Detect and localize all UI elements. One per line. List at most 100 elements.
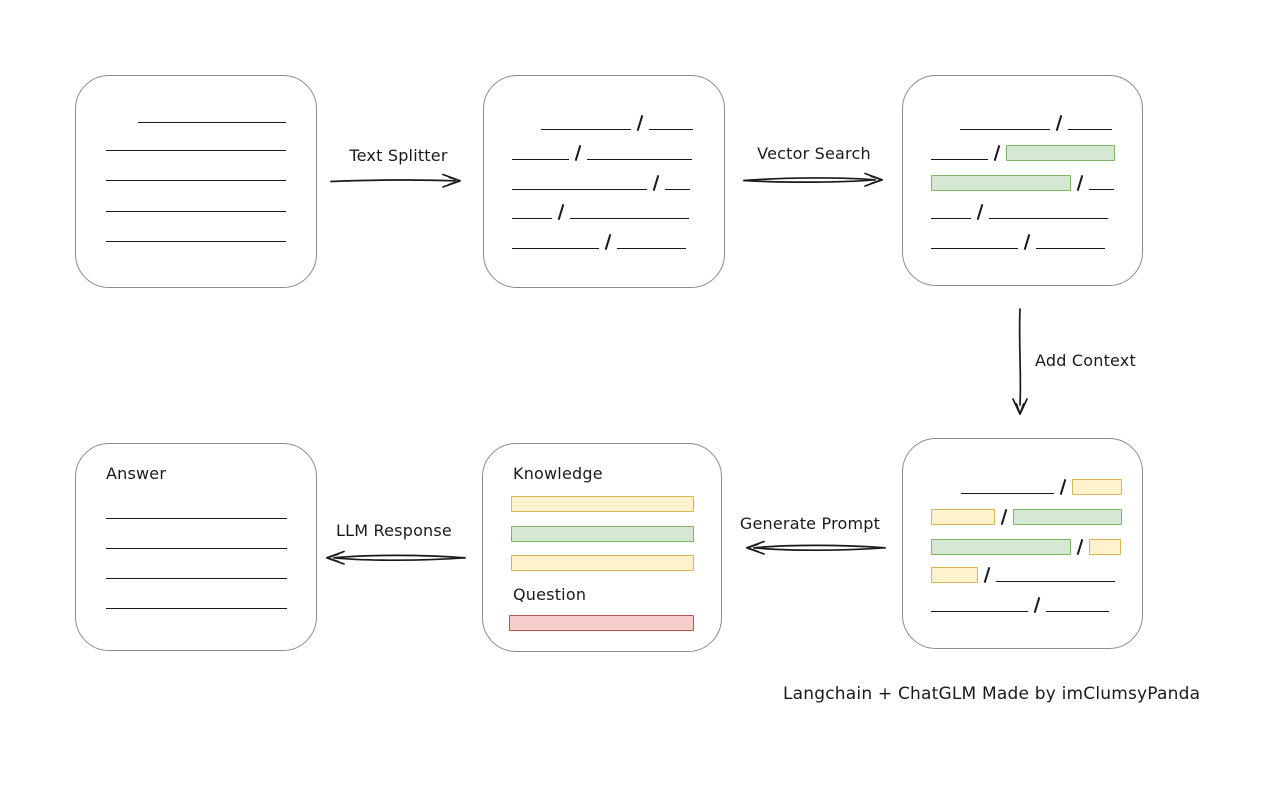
text-line xyxy=(989,218,1108,219)
context-chunks-row xyxy=(931,563,1115,583)
context-chunks-box xyxy=(902,438,1143,649)
text-line xyxy=(512,159,569,160)
generate-prompt-arrow-icon xyxy=(746,540,886,555)
prompt-row xyxy=(511,492,694,512)
text-line xyxy=(106,608,287,609)
slash-separator xyxy=(1076,175,1084,191)
prompt-heading: Knowledge xyxy=(513,464,603,483)
yellow-chunk-chip xyxy=(511,555,694,571)
green-chunk-chip xyxy=(1006,145,1115,161)
prompt-row: Question xyxy=(513,585,586,605)
source-document-box xyxy=(75,75,317,288)
green-chunk-chip xyxy=(931,539,1071,555)
prompt-row xyxy=(509,611,694,631)
vector-matched-chunks-row xyxy=(931,230,1105,250)
text-line xyxy=(931,611,1028,612)
source-document-row xyxy=(106,162,286,182)
context-chunks-row xyxy=(931,593,1109,613)
slash-separator xyxy=(993,145,1001,161)
split-chunks-row xyxy=(512,141,692,161)
add-context-label: Add Context xyxy=(1035,351,1136,370)
text-line xyxy=(996,581,1115,582)
generate-prompt-label: Generate Prompt xyxy=(739,514,881,533)
answer-box: Answer xyxy=(75,443,317,651)
text-line xyxy=(1089,189,1114,190)
vector-search-label: Vector Search xyxy=(757,144,871,163)
text-line xyxy=(1036,248,1105,249)
context-chunks-row xyxy=(961,475,1122,495)
source-document-row xyxy=(106,193,286,213)
text-line xyxy=(931,248,1018,249)
answer-heading: Answer xyxy=(106,464,167,483)
split-chunks-row xyxy=(512,230,686,250)
split-chunks-row xyxy=(512,171,690,191)
slash-separator xyxy=(1023,234,1031,250)
text-line xyxy=(570,218,689,219)
text-splitter-arrow-icon xyxy=(330,173,461,188)
text-line xyxy=(138,122,286,123)
text-line xyxy=(512,218,552,219)
vector-matched-chunks-row xyxy=(931,171,1114,191)
text-line xyxy=(106,578,287,579)
vector-matched-chunks-row xyxy=(931,200,1108,220)
slash-separator xyxy=(1076,539,1084,555)
split-chunks-row xyxy=(512,200,689,220)
text-line xyxy=(106,180,286,181)
vector-matched-chunks-row xyxy=(960,111,1112,131)
answer-row: Answer xyxy=(106,464,166,484)
answer-row xyxy=(106,560,287,580)
answer-row xyxy=(106,500,287,520)
prompt-row xyxy=(511,522,694,542)
slash-separator xyxy=(1055,115,1063,131)
text-line xyxy=(106,518,287,519)
slash-separator xyxy=(557,204,565,220)
context-chunks-row xyxy=(931,535,1121,555)
source-document-row xyxy=(138,104,286,124)
yellow-chunk-chip xyxy=(511,496,694,512)
text-line xyxy=(541,129,631,130)
slash-separator xyxy=(604,234,612,250)
vector-matched-chunks-box xyxy=(902,75,1143,286)
split-chunks-box xyxy=(483,75,725,288)
text-line xyxy=(1068,129,1112,130)
slash-separator xyxy=(652,175,660,191)
prompt-row xyxy=(511,551,694,571)
add-context-arrow-icon xyxy=(1012,308,1028,415)
llm-response-arrow-icon xyxy=(326,550,466,565)
text-splitter-label: Text Splitter xyxy=(349,146,448,165)
text-line xyxy=(1046,611,1109,612)
yellow-chunk-chip xyxy=(1072,479,1122,495)
slash-separator xyxy=(983,567,991,583)
slash-separator xyxy=(976,204,984,220)
yellow-chunk-chip xyxy=(931,509,995,525)
text-line xyxy=(931,159,988,160)
llm-response-label: LLM Response xyxy=(336,521,452,540)
text-line xyxy=(617,248,686,249)
vector-search-arrow-icon xyxy=(743,172,883,187)
vector-matched-chunks-row xyxy=(931,141,1115,161)
text-line xyxy=(106,211,286,212)
credit-caption: Langchain + ChatGLM Made by imClumsyPand… xyxy=(783,684,1201,704)
text-line xyxy=(106,548,287,549)
text-line xyxy=(960,129,1050,130)
text-line xyxy=(961,493,1054,494)
context-chunks-row xyxy=(931,505,1122,525)
yellow-chunk-chip xyxy=(1089,539,1121,555)
prompt-row: Knowledge xyxy=(513,464,603,484)
slash-separator xyxy=(636,115,644,131)
split-chunks-row xyxy=(541,111,693,131)
text-line xyxy=(665,189,690,190)
prompt-heading: Question xyxy=(513,585,587,604)
text-line xyxy=(931,218,971,219)
yellow-chunk-chip xyxy=(931,567,978,583)
source-document-row xyxy=(106,132,286,152)
green-chunk-chip xyxy=(931,175,1071,191)
text-line xyxy=(587,159,692,160)
source-document-row xyxy=(106,223,286,243)
green-chunk-chip xyxy=(511,526,694,542)
slash-separator xyxy=(574,145,582,161)
slash-separator xyxy=(1059,479,1067,495)
slash-separator xyxy=(1033,597,1041,613)
